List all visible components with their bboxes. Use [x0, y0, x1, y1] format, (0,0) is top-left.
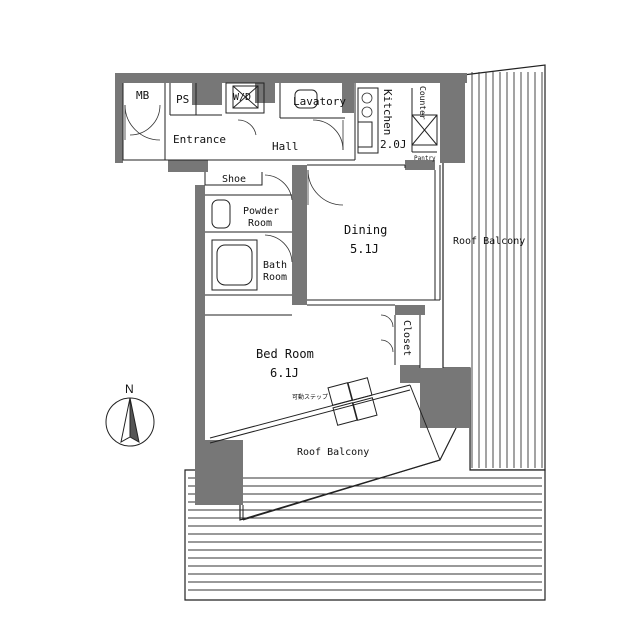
roof-balcony-south-label: Roof Balcony [297, 447, 369, 458]
mb-label: MB [136, 89, 150, 102]
compass: N [105, 382, 155, 447]
roof-balcony-east-label: Roof Balcony [453, 236, 525, 247]
south-roof-balcony-deck [184, 399, 546, 601]
entrance-label: Entrance [173, 133, 226, 146]
interior-walls [122, 82, 441, 521]
lavatory-label: Lavatory [293, 95, 346, 108]
bath-room-label-1: Bath [263, 260, 287, 271]
bed-room-label: Bed Room [256, 347, 314, 361]
powder-room-label-2: Room [248, 218, 272, 229]
closet-label: Closet [401, 320, 412, 356]
pantry-label: Pantry [414, 155, 436, 162]
shoe-label: Shoe [222, 174, 246, 185]
movable-step-label: 可動ステップ [292, 393, 328, 401]
ps-label: PS [176, 93, 189, 106]
east-roof-balcony-deck [442, 64, 546, 471]
kitchen-label: Kitchen [381, 89, 394, 135]
dining-label: Dining [344, 223, 387, 237]
compass-north-label: N [125, 382, 134, 396]
counter-label: Counter [418, 86, 427, 120]
hall-label: Hall [272, 140, 299, 153]
powder-room-label-1: Powder [243, 206, 279, 217]
exterior-walls [115, 73, 470, 505]
kitchen-size-label: 2.0J [380, 138, 407, 151]
bath-room-label-2: Room [263, 272, 287, 283]
north-arrow-icon [105, 397, 155, 447]
bed-room-size-label: 6.1J [270, 366, 299, 380]
wd-label: W/D [233, 92, 251, 103]
door-swings [124, 104, 394, 353]
room-labels: MB PS W/D Lavatory Kitchen 2.0J Counter … [136, 86, 525, 458]
dining-size-label: 5.1J [350, 242, 379, 256]
